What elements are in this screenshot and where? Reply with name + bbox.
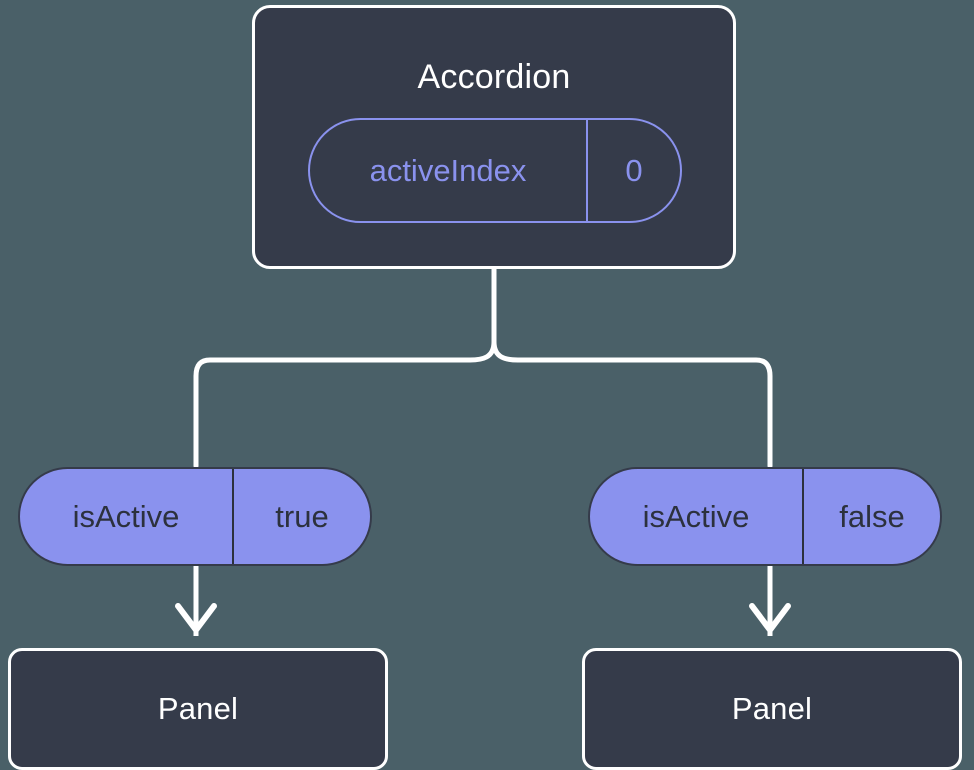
node-panel-right-title: Panel (731, 691, 813, 726)
prop-badge-is-active-false-value: false (802, 469, 940, 564)
state-badge-active-index[interactable]: activeIndex 0 (308, 118, 682, 223)
arrow-head-right-icon (749, 603, 791, 633)
arrow-head-left-icon (175, 603, 217, 633)
node-panel-right[interactable]: Panel (582, 648, 962, 770)
node-accordion-title: Accordion (417, 58, 571, 96)
node-panel-left-title: Panel (157, 691, 239, 726)
connector-branch-left (193, 339, 497, 469)
state-badge-active-index-key: activeIndex (369, 152, 527, 188)
state-badge-active-index-value: 0 (586, 120, 680, 221)
connector-branch-right (491, 339, 773, 469)
prop-badge-is-active-false-key: isActive (642, 498, 750, 534)
prop-badge-is-active-true-value: true (232, 469, 370, 564)
prop-badge-is-active-true-key: isActive (72, 498, 180, 534)
prop-badge-is-active-false[interactable]: isActive false (588, 467, 942, 566)
node-panel-left[interactable]: Panel (8, 648, 388, 770)
prop-badge-is-active-true[interactable]: isActive true (18, 467, 372, 566)
